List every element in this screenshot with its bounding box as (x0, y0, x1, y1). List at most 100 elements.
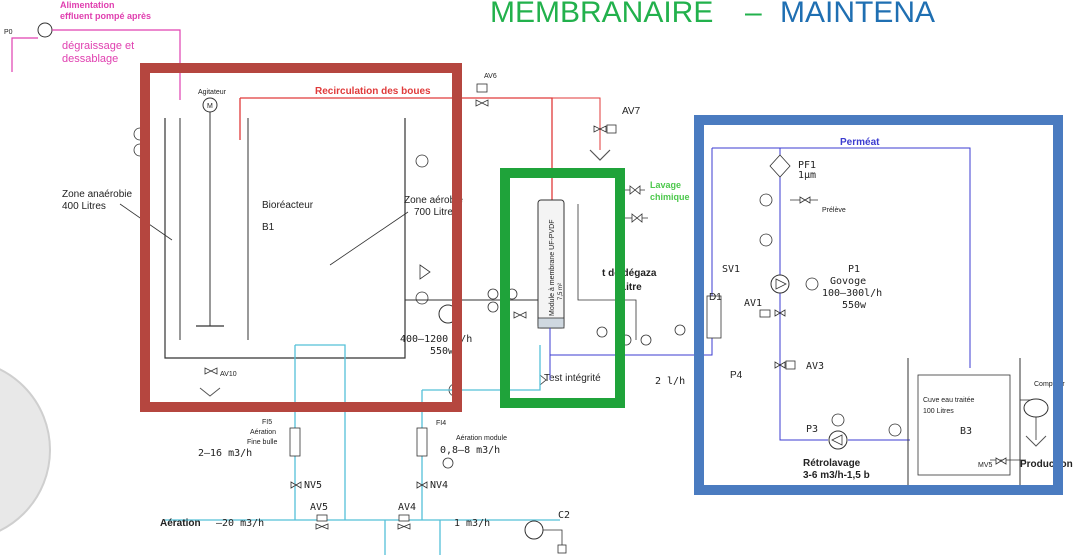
sensor-pt-icon (674, 324, 686, 336)
valve-av10-label: AV10 (220, 371, 237, 378)
permeate-title: Perméat (840, 137, 880, 148)
sensor-p3-fv-icon (831, 413, 845, 427)
valve-av6-label: AV6 (484, 73, 497, 80)
pump-p1-name: Govoge (830, 276, 866, 287)
degassing-label-1: t de dégaza (602, 268, 657, 279)
pump-p4-label: P4 (730, 370, 743, 381)
recirculation-label: Recirculation des boues (315, 86, 431, 97)
sensor-fi-1-icon (596, 326, 608, 338)
zone-anaerobic-volume: 400 Litres (62, 201, 106, 212)
pf1-label: PF1 (798, 160, 816, 171)
decorative-disc (0, 368, 51, 532)
membrane-test-label: Test intégrité (544, 373, 601, 384)
degasser-d1-label: D1 (709, 292, 722, 303)
feed-pump-icon (37, 22, 53, 38)
aeration-main-label: Aération (160, 518, 201, 529)
flow-sensor-1-icon (487, 288, 499, 300)
tank-b3-label-2: 100 Litres (923, 408, 954, 415)
tank-b3-label-1: Cuve eau traitée (923, 397, 974, 404)
membrane-module-label: Module à membrane UF-PVDF (549, 220, 556, 316)
pump-p1-label: P1 (848, 264, 860, 275)
compressor-c2-label: C2 (558, 510, 570, 521)
backwash-label-1: Rétrolavage (803, 458, 861, 469)
valve-av1-label: AV1 (744, 298, 762, 309)
valve-nv4-label: NV4 (430, 480, 448, 491)
fi4-text-1: Aération module (456, 435, 507, 442)
bioreactor-name: Bioréacteur (262, 200, 314, 211)
chemical-wash-label-2: chimique (650, 192, 690, 202)
title-right: MAINTENA (780, 0, 935, 29)
valve-sv1-label: SV1 (722, 264, 740, 275)
filter-pf1-icon (769, 154, 791, 178)
counter-label: Compteur (1034, 381, 1065, 388)
pressure-sensor-icon (442, 457, 454, 469)
sensor-pid1-icon (759, 193, 773, 207)
fi5-tag: FI5 (262, 419, 272, 426)
degasser-d1-icon (706, 295, 722, 339)
agitator-label: Agitateur (198, 89, 227, 96)
tank-b3-code: B3 (960, 426, 972, 437)
mid-section: 400–1200 l/h 550w t de dégaza Litre 2 l/… (400, 204, 713, 387)
backwash-label-2: 3-6 m3/h-1,5 b (803, 470, 870, 481)
sensor-fv-icon (805, 277, 819, 291)
flowmeter-fi5-icon (289, 427, 301, 457)
valve-av5-label: AV5 (310, 502, 328, 513)
bioreactor: M Agitateur Zone anaérobie 400 Litres Bi… (62, 89, 463, 397)
sensor-lsl-icon (415, 291, 429, 305)
permeate-section: Perméat PF1 1μm Prélève P1 Govoge 100–30… (706, 137, 1073, 489)
fi4-tag: FI4 (436, 420, 446, 427)
pump-p3-label: P3 (806, 424, 818, 435)
flowmeter-fi4-icon (416, 427, 428, 457)
valve-av3-label: AV3 (806, 361, 824, 372)
sensor-pah1-icon (759, 233, 773, 247)
level-sensor-icon (888, 423, 902, 437)
pf1-size: 1μm (798, 170, 816, 181)
zone-aerobic-label: Zone aérobie (404, 195, 463, 206)
pump-p1-power: 550w (842, 300, 867, 311)
chemical-wash-label-1: Lavage (650, 180, 681, 190)
title-left: MEMBRANAIRE (490, 0, 713, 29)
mid-power-label: 550w (430, 346, 455, 357)
valve-av7: AV7 (593, 106, 641, 134)
aeration-network: FI5 Aération Fine bulle 2–16 m3/h FI4 Aé… (160, 344, 570, 555)
sensor-lsh-icon (415, 154, 429, 168)
feed-text-2: effluent pompé après (60, 11, 151, 21)
compressor-c2-icon (524, 520, 544, 540)
production-label: Production (1020, 459, 1073, 470)
feed-section: P0 Alimentation effluent pompé après dég… (4, 0, 181, 100)
valve-av6: AV6 (475, 73, 497, 107)
fi5-text-1: Aération (250, 429, 276, 436)
water-counter-icon (1023, 398, 1049, 418)
flow-sensor-2-icon (487, 301, 499, 313)
membrane-area-label: 7,5 m² (558, 283, 564, 300)
membrane-highlight-box (500, 168, 625, 408)
chemical-wash: Lavage chimique (620, 180, 690, 223)
membrane-module: Module à membrane UF-PVDF 7,5 m² Test in… (537, 199, 601, 386)
valve-nv5-label: NV5 (304, 480, 322, 491)
sensor-fi-3-icon (640, 334, 652, 346)
mid-flow-2-label: 2 l/h (655, 376, 685, 387)
title-separator: – (745, 0, 762, 29)
valve-av4-label: AV4 (398, 502, 416, 513)
permeate-highlight-box (694, 115, 1063, 495)
pump-p1-flow: 100–300l/h (822, 288, 882, 299)
zone-aerobic-volume: 700 Litres (414, 207, 458, 218)
mid-flow-label: 400–1200 l/h (400, 334, 472, 345)
feed-text-4: dessablage (62, 53, 118, 65)
aeration-c2-flow: 1 m3/h (454, 518, 490, 529)
fi5-text-2: Fine bulle (247, 439, 277, 446)
valve-av7-label: AV7 (622, 106, 641, 117)
sample-label: Prélève (822, 207, 846, 214)
agitator-motor-label: M (207, 103, 213, 110)
agitator-motor-icon (202, 97, 218, 113)
feed-text-1: Alimentation (60, 0, 115, 10)
degassing-label-2: Litre (620, 282, 642, 293)
valve-mv5-label: MV5 (978, 462, 993, 469)
fi4-text-2: 0,8–8 m3/h (440, 445, 500, 456)
aeration-main-flow: –20 m3/h (216, 518, 264, 529)
fi5-text-3: 2–16 m3/h (198, 448, 252, 459)
bioreactor-highlight-box (140, 63, 462, 412)
zone-anaerobic-label: Zone anaérobie (62, 189, 132, 200)
bioreactor-code: B1 (262, 222, 275, 233)
